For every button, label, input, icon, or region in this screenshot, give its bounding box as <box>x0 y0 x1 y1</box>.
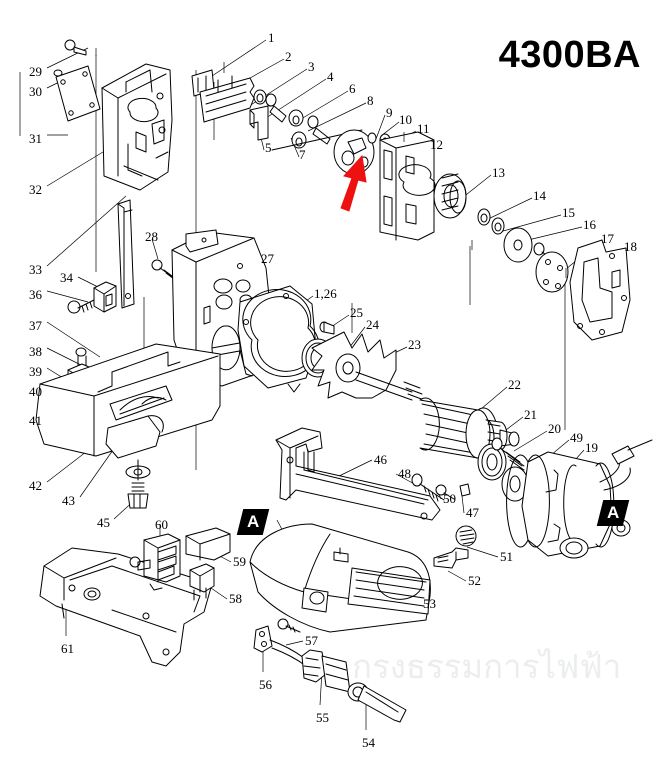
callout-number-5: 5 <box>265 140 272 155</box>
group-brackets <box>19 48 567 278</box>
callout-number-55: 55 <box>316 710 329 725</box>
callout-number-56: 56 <box>259 677 272 692</box>
reference-marker-a-left-label: A <box>246 512 260 531</box>
callout-number-49: 49 <box>570 430 583 445</box>
shop-watermark: กรงธรรมการไฟฟ้า <box>352 647 622 686</box>
callout-number-11: 11 <box>417 121 430 136</box>
callout-number-39: 39 <box>29 364 42 379</box>
callout-number-30: 30 <box>29 84 42 99</box>
callout-number-4: 4 <box>327 69 334 84</box>
callout-number-58: 58 <box>229 591 242 606</box>
blade-clamp-group <box>191 69 391 175</box>
callout-number-18: 18 <box>624 239 637 254</box>
callout-number-28: 28 <box>145 229 158 244</box>
armature-group <box>301 321 520 461</box>
callout-number-48: 48 <box>398 466 411 481</box>
callout-number-52: 52 <box>468 573 481 588</box>
callout-number-24: 24 <box>366 317 379 332</box>
callout-number-47: 47 <box>466 505 479 520</box>
callout-number-9: 9 <box>386 105 393 120</box>
callout-number-42: 42 <box>29 478 42 493</box>
callout-number-29: 29 <box>29 64 42 79</box>
callout-number-1: 1 <box>268 30 275 45</box>
base-plate-group <box>35 199 221 509</box>
callout-number-33: 33 <box>29 262 42 277</box>
callout-number-40: 40 <box>29 384 42 399</box>
callout-number-6: 6 <box>349 81 356 96</box>
callout-number-20: 20 <box>548 421 561 436</box>
callout-number-38: 38 <box>29 344 42 359</box>
bearing-cover-group <box>237 285 320 393</box>
callout-number-54: 54 <box>362 735 375 750</box>
callout-number-27: 27 <box>261 251 274 266</box>
callout-number-43: 43 <box>62 493 75 508</box>
callout-number-10: 10 <box>399 112 412 127</box>
callout-number-61: 61 <box>61 641 74 656</box>
power-cord-group <box>253 618 407 723</box>
callout-number-51: 51 <box>500 549 513 564</box>
callout-number-50: 50 <box>443 491 456 506</box>
motor-housing-cover-group <box>249 523 477 633</box>
callout-number-32: 32 <box>29 182 42 197</box>
callout-number-1-26: 1,26 <box>314 286 337 301</box>
callout-number-37: 37 <box>29 318 42 333</box>
callout-number-59: 59 <box>233 554 246 569</box>
callout-number-46: 46 <box>374 452 387 467</box>
callout-number-14: 14 <box>533 188 546 203</box>
callout-number-53: 53 <box>423 596 436 611</box>
switch-group <box>129 527 231 601</box>
callout-number-57: 57 <box>305 633 318 648</box>
callout-number-60: 60 <box>155 517 168 532</box>
gear-housing-cover-group <box>53 39 173 191</box>
callout-number-12: 12 <box>430 137 443 152</box>
motor-field-group <box>477 437 653 559</box>
callout-number-25: 25 <box>350 305 363 320</box>
callout-number-23: 23 <box>408 337 421 352</box>
callout-number-19: 19 <box>585 440 598 455</box>
callout-number-2: 2 <box>285 49 292 64</box>
callout-number-36: 36 <box>29 287 42 302</box>
callout-number-22: 22 <box>508 377 521 392</box>
callout-number-17: 17 <box>601 231 614 246</box>
reference-marker-a-right-label: A <box>606 503 620 522</box>
callout-number-45: 45 <box>97 515 110 530</box>
handle-frame-group <box>275 427 471 521</box>
highlight-arrow <box>340 154 367 212</box>
callout-number-13: 13 <box>492 165 505 180</box>
guide-block-group <box>379 131 436 241</box>
callout-number-8: 8 <box>367 93 374 108</box>
model-number-title: 4300BA <box>498 34 641 76</box>
callout-number-16: 16 <box>583 217 596 232</box>
callout-number-3: 3 <box>308 59 315 74</box>
callout-number-7: 7 <box>299 147 306 162</box>
guide-roller-assembly-group <box>433 173 631 341</box>
callout-number-21: 21 <box>524 407 537 422</box>
callout-number-15: 15 <box>562 205 575 220</box>
callout-number-31: 31 <box>29 131 42 146</box>
callout-number-34: 34 <box>60 270 73 285</box>
callout-number-41: 41 <box>29 413 42 428</box>
